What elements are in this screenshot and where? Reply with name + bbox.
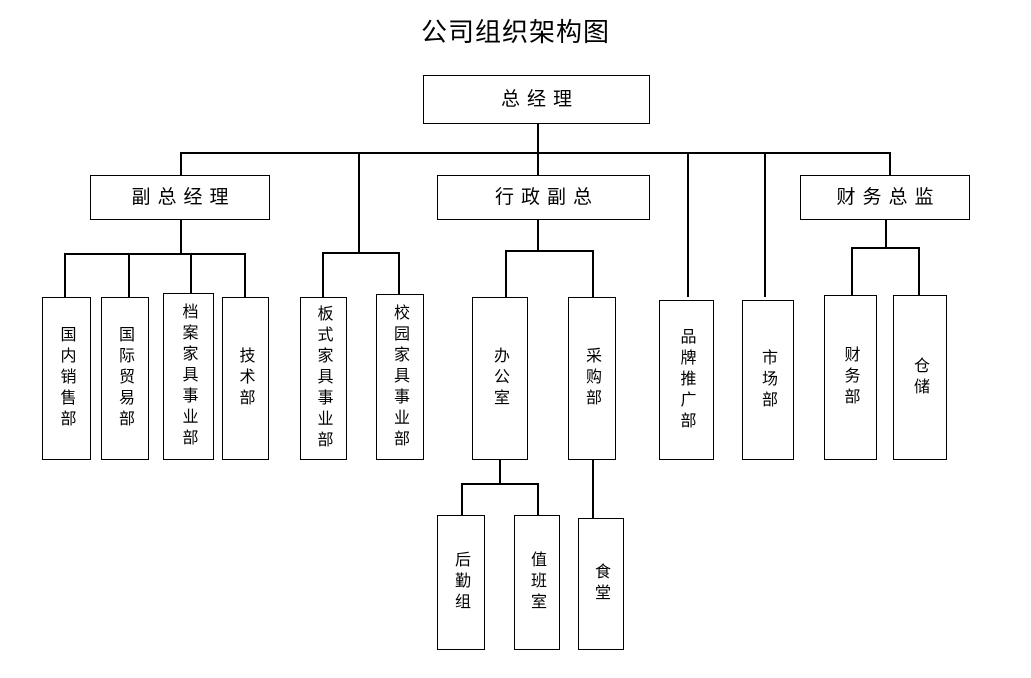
node-finance-dept[interactable]: 财务部	[824, 295, 877, 460]
connector-bus-to-cfo	[889, 152, 891, 175]
connector-to-panel-furniture	[322, 252, 324, 297]
node-brand-promotion-dept[interactable]: 品牌推广部	[659, 300, 714, 460]
connector-cfo-bus	[851, 247, 919, 249]
connector-office-drop	[499, 460, 501, 483]
connector-bus-to-admin-vp	[537, 152, 539, 175]
node-label: 财务部	[841, 346, 861, 409]
node-panel-furniture-division[interactable]: 板式家具事业部	[300, 297, 347, 460]
node-label: 食堂	[592, 563, 611, 605]
connector-office-bus	[461, 483, 538, 485]
connector-to-campus-furniture	[398, 252, 400, 297]
connector-deputy-gm-drop	[180, 220, 182, 253]
connector-to-domestic-sales	[64, 253, 66, 297]
connector-to-duty-room	[537, 483, 539, 515]
node-administrative-vice-president[interactable]: 行政副总	[437, 175, 650, 220]
node-domestic-sales-dept[interactable]: 国内销售部	[42, 297, 91, 460]
node-duty-room[interactable]: 值班室	[514, 515, 560, 650]
node-marketing-dept[interactable]: 市场部	[742, 300, 794, 460]
connector-to-logistics-group	[461, 483, 463, 515]
node-label: 采购部	[583, 347, 602, 410]
node-label: 板式家具事业部	[314, 305, 334, 452]
node-deputy-general-manager[interactable]: 副总经理	[90, 175, 270, 220]
connector-to-archive-furniture	[190, 253, 192, 293]
node-label: 市场部	[759, 348, 778, 412]
node-purchasing-dept[interactable]: 采购部	[568, 297, 616, 460]
node-financial-director[interactable]: 财务总监	[800, 175, 970, 220]
node-warehouse[interactable]: 仓储	[893, 295, 947, 460]
connector-admin-vp-drop	[537, 220, 539, 250]
node-canteen[interactable]: 食堂	[578, 518, 624, 650]
node-label: 档案家具事业部	[179, 303, 199, 450]
node-label: 副总经理	[131, 186, 236, 209]
connector-bus-to-furniture-group	[358, 152, 360, 252]
connector-to-warehouse	[918, 247, 920, 295]
connector-admin-vp-bus	[505, 250, 593, 252]
node-office[interactable]: 办公室	[472, 297, 528, 460]
node-label: 仓储	[911, 356, 930, 399]
node-label: 办公室	[491, 347, 510, 410]
connector-furniture-bus	[322, 252, 399, 254]
connector-gm-bus	[180, 152, 891, 154]
connector-gm-drop	[537, 124, 539, 152]
connector-cfo-drop	[885, 220, 887, 247]
node-label: 国际贸易部	[116, 326, 135, 431]
connector-to-finance-dept	[851, 247, 853, 295]
page-title: 公司组织架构图	[420, 18, 610, 48]
node-technology-dept[interactable]: 技术部	[222, 297, 269, 460]
node-logistics-group[interactable]: 后勤组	[437, 515, 485, 650]
connector-bus-to-marketing	[764, 152, 766, 297]
node-label: 后勤组	[452, 551, 471, 614]
node-label: 技术部	[236, 347, 256, 410]
node-campus-furniture-division[interactable]: 校园家具事业部	[376, 294, 424, 460]
node-label: 行政副总	[494, 186, 599, 209]
connector-purchasing-to-canteen	[592, 460, 594, 518]
connector-bus-to-brand-promo	[687, 152, 689, 297]
connector-bus-to-deputy-gm	[180, 152, 182, 175]
node-label: 校园家具事业部	[391, 303, 410, 451]
connector-to-office	[505, 250, 507, 297]
node-label: 品牌推广部	[677, 327, 697, 433]
node-international-trade-dept[interactable]: 国际贸易部	[101, 297, 149, 460]
node-general-manager[interactable]: 总经理	[423, 75, 650, 124]
node-label: 财务总监	[836, 186, 941, 209]
connector-to-tech-dept	[244, 253, 246, 297]
connector-to-intl-trade	[128, 253, 130, 297]
node-archive-furniture-division[interactable]: 档案家具事业部	[163, 293, 214, 460]
node-label: 值班室	[528, 551, 547, 614]
connector-to-purchasing	[592, 250, 594, 297]
connector-deputy-gm-bus	[64, 253, 245, 255]
node-label: 国内销售部	[57, 326, 77, 431]
node-label: 总经理	[500, 88, 579, 111]
